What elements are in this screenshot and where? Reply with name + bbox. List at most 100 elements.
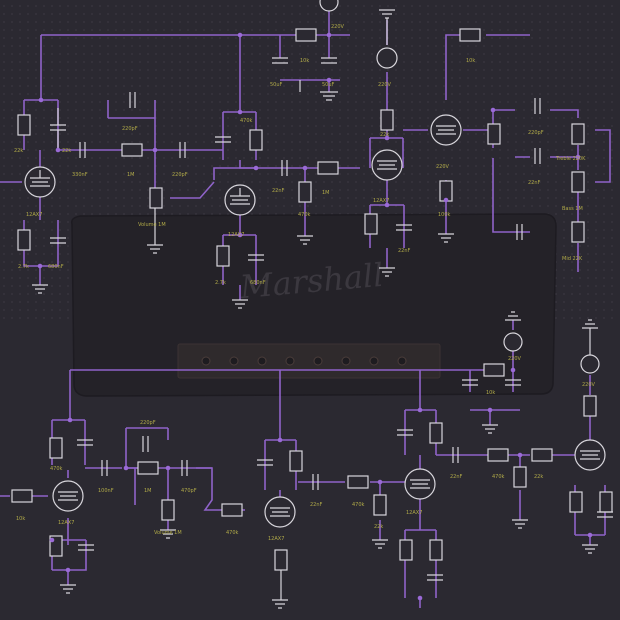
grid-dot: [539, 29, 541, 31]
grid-dot: [355, 45, 357, 47]
grid-dot: [99, 117, 101, 119]
grid-dot: [571, 149, 573, 151]
grid-dot: [123, 69, 125, 71]
grid-dot: [179, 125, 181, 127]
grid-dot: [403, 5, 405, 7]
grid-dot: [427, 13, 429, 15]
grid-dot: [283, 141, 285, 143]
grid-dot: [51, 101, 53, 103]
grid-dot: [315, 53, 317, 55]
grid-dot: [339, 13, 341, 15]
grid-dot: [203, 157, 205, 159]
grid-dot: [27, 157, 29, 159]
grid-dot: [363, 101, 365, 103]
grid-dot: [475, 109, 477, 111]
grid-dot: [219, 61, 221, 63]
grid-dot: [331, 157, 333, 159]
grid-dot: [155, 69, 157, 71]
grid-dot: [603, 133, 605, 135]
grid-dot: [587, 45, 589, 47]
grid-dot: [339, 117, 341, 119]
grid-dot: [195, 45, 197, 47]
grid-dot: [531, 149, 533, 151]
grid-dot: [323, 141, 325, 143]
grid-dot: [611, 117, 613, 119]
grid-dot: [403, 93, 405, 95]
grid-dot: [3, 29, 5, 31]
grid-dot: [443, 69, 445, 71]
grid-dot: [475, 45, 477, 47]
grid-dot: [251, 109, 253, 111]
grid-dot: [515, 85, 517, 87]
grid-dot: [27, 5, 29, 7]
grid-dot: [427, 165, 429, 167]
grid-dot: [371, 53, 373, 55]
grid-dot: [299, 165, 301, 167]
grid-dot: [83, 13, 85, 15]
grid-dot: [515, 37, 517, 39]
grid-dot: [203, 173, 205, 175]
grid-dot: [155, 85, 157, 87]
grid-dot: [235, 101, 237, 103]
grid-dot: [67, 93, 69, 95]
grid-dot: [571, 77, 573, 79]
grid-dot: [299, 125, 301, 127]
grid-dot: [227, 13, 229, 15]
label-supply-220v-d: 220V: [508, 356, 522, 362]
grid-dot: [435, 13, 437, 15]
grid-dot: [539, 21, 541, 23]
grid-dot: [75, 69, 77, 71]
grid-dot: [187, 85, 189, 87]
grid-dot: [11, 61, 13, 63]
grid-dot: [579, 13, 581, 15]
grid-dot: [219, 101, 221, 103]
grid-dot: [347, 125, 349, 127]
grid-dot: [467, 133, 469, 135]
grid-dot: [91, 173, 93, 175]
grid-dot: [443, 13, 445, 15]
grid-dot: [483, 69, 485, 71]
resistor: [11, 489, 33, 503]
grid-dot: [267, 53, 269, 55]
grid-dot: [427, 93, 429, 95]
grid-dot: [59, 157, 61, 159]
grid-dot: [427, 77, 429, 79]
grid-dot: [355, 29, 357, 31]
label-220pf-b: 220pF: [172, 172, 188, 178]
grid-dot: [547, 165, 549, 167]
grid-dot: [203, 13, 205, 15]
grid-dot: [179, 69, 181, 71]
grid-dot: [291, 141, 293, 143]
grid-dot: [499, 21, 501, 23]
grid-dot: [579, 45, 581, 47]
grid-dot: [91, 93, 93, 95]
grid-dot: [603, 165, 605, 167]
grid-dot: [515, 61, 517, 63]
grid-dot: [131, 85, 133, 87]
grid-dot: [251, 125, 253, 127]
grid-dot: [595, 93, 597, 95]
grid-dot: [99, 77, 101, 79]
grid-dot: [531, 165, 533, 167]
grid-dot: [451, 13, 453, 15]
grid-dot: [547, 101, 549, 103]
grid-dot: [403, 173, 405, 175]
grid-dot: [259, 13, 261, 15]
grid-dot: [603, 77, 605, 79]
grid-dot: [171, 165, 173, 167]
grid-dot: [19, 101, 21, 103]
grid-dot: [211, 109, 213, 111]
grid-dot: [251, 93, 253, 95]
grid-dot: [451, 85, 453, 87]
grid-dot: [11, 157, 13, 159]
grid-dot: [83, 165, 85, 167]
grid-dot: [35, 37, 37, 39]
grid-dot: [107, 165, 109, 167]
grid-dot: [259, 45, 261, 47]
grid-dot: [299, 101, 301, 103]
grid-dot: [203, 165, 205, 167]
grid-dot: [563, 133, 565, 135]
grid-dot: [251, 101, 253, 103]
grid-dot: [435, 77, 437, 79]
grid-dot: [547, 173, 549, 175]
